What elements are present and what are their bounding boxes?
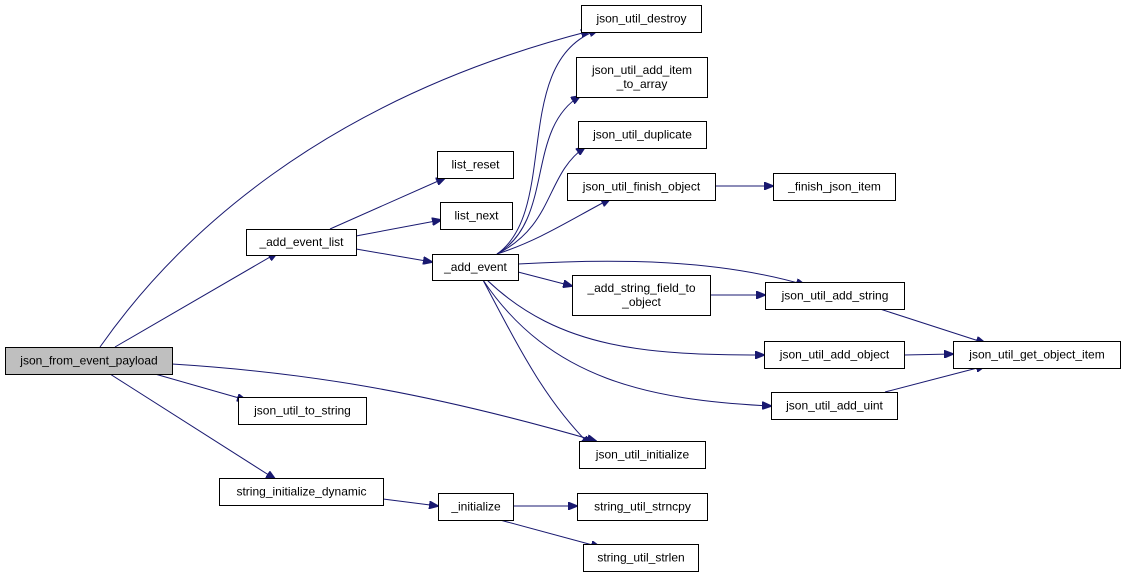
- node-finish-obj[interactable]: json_util_finish_object: [567, 173, 716, 201]
- edge-add_event_list-to-list_reset: [329, 178, 445, 230]
- node-label: json_util_add_item: [591, 63, 692, 77]
- nodes-layer: json_from_event_payload json_util_destroy…: [5, 5, 1121, 572]
- edges-layer: [99, 30, 985, 547]
- node-label: json_util_finish_object: [582, 180, 701, 194]
- node-label: json_util_add_string: [781, 289, 889, 303]
- edge-root-to-add_event_list: [114, 253, 277, 348]
- edge-add_event-to-add_uint: [482, 279, 771, 406]
- node-label: list_next: [454, 209, 499, 223]
- edge-add_event-to-add_object: [486, 279, 764, 355]
- node-box: [765, 282, 905, 310]
- node-add-uint[interactable]: json_util_add_uint: [771, 392, 898, 420]
- node-label: json_util_add_object: [779, 348, 890, 362]
- edge-add_event_list-to-add_event: [355, 248, 432, 262]
- node-get-obj-item[interactable]: json_util_get_object_item: [953, 341, 1121, 369]
- edge-add_event-to-finish_obj: [496, 199, 610, 255]
- node-label: json_util_destroy: [595, 12, 686, 26]
- node-strlen[interactable]: string_util_strlen: [583, 544, 699, 572]
- node--initialize[interactable]: _initialize: [438, 493, 514, 521]
- node-box: [579, 441, 706, 469]
- node-box: [238, 397, 367, 425]
- node-label: _finish_json_item: [787, 180, 881, 194]
- node-box: [437, 151, 514, 179]
- node-add-str-field[interactable]: _add_string_field_to_object: [572, 275, 711, 316]
- node-box: [432, 254, 519, 281]
- node-label: _add_string_field_to: [586, 281, 695, 295]
- node-destroy[interactable]: json_util_destroy: [581, 5, 702, 33]
- node-to-string[interactable]: json_util_to_string: [238, 397, 367, 425]
- node-box: [438, 493, 514, 521]
- node-initialize[interactable]: json_util_initialize: [579, 441, 706, 469]
- node-box: [764, 341, 905, 369]
- edge-add_event-to-duplicate: [496, 147, 585, 255]
- node-box: [577, 493, 708, 521]
- node-label: _add_event: [443, 260, 507, 274]
- edge-root-to-str_init_dyn: [109, 373, 275, 479]
- node-add-event-list[interactable]: _add_event_list: [246, 229, 357, 256]
- edge-root-to-to_string: [154, 373, 246, 400]
- node-label: string_util_strncpy: [594, 500, 691, 514]
- edge-add_event_list-to-list_next: [355, 220, 441, 237]
- node-label: string_util_strlen: [597, 551, 684, 565]
- edge-_initialize-to-strlen: [499, 519, 600, 547]
- node-box: [440, 202, 513, 230]
- node-box: [5, 347, 173, 375]
- node-box: [219, 478, 384, 506]
- node-label: string_initialize_dynamic: [236, 485, 366, 499]
- node-add-item[interactable]: json_util_add_item_to_array: [576, 57, 708, 98]
- edge-add_uint-to-get_obj_item: [884, 366, 985, 393]
- node-box: [572, 275, 711, 316]
- node-label: json_util_initialize: [595, 448, 690, 462]
- node-label: json_from_event_payload: [19, 354, 157, 368]
- edge-add_event-to-add_string: [517, 260, 805, 285]
- node-box: [576, 57, 708, 98]
- node-label: json_util_to_string: [253, 404, 351, 418]
- node-finish-item[interactable]: _finish_json_item: [773, 173, 896, 201]
- edge-add_event-to-destroy: [496, 30, 598, 255]
- node-box: [581, 5, 702, 33]
- node-box: [583, 544, 699, 572]
- node-box: [771, 392, 898, 420]
- node-label: json_util_get_object_item: [968, 348, 1104, 362]
- node-add-string[interactable]: json_util_add_string: [765, 282, 905, 310]
- edge-str_init_dyn-to-_initialize: [382, 498, 438, 506]
- node-list-reset[interactable]: list_reset: [437, 151, 514, 179]
- edge-root-to-destroy: [99, 31, 590, 348]
- node-box: [246, 229, 357, 256]
- node-root[interactable]: json_from_event_payload: [5, 347, 173, 375]
- node-label: _object: [621, 295, 661, 309]
- node-label: json_util_duplicate: [592, 128, 692, 142]
- edge-add_event-to-add_item: [496, 96, 580, 255]
- node-box: [567, 173, 716, 201]
- edge-add_string-to-get_obj_item: [879, 308, 985, 343]
- node-str-init-dyn[interactable]: string_initialize_dynamic: [219, 478, 384, 506]
- edge-add_event-to-add_str_field: [517, 271, 572, 286]
- node-label: json_util_add_uint: [785, 399, 883, 413]
- node-strncpy[interactable]: string_util_strncpy: [577, 493, 708, 521]
- node-box: [953, 341, 1121, 369]
- node-label: _to_array: [616, 77, 668, 91]
- node-add-object[interactable]: json_util_add_object: [764, 341, 905, 369]
- node-label: _add_event_list: [258, 235, 344, 249]
- edge-root-to-initialize: [171, 363, 596, 441]
- node-label: _initialize: [450, 500, 501, 514]
- edge-add_object-to-get_obj_item: [903, 354, 953, 355]
- node-box: [578, 121, 707, 149]
- node-list-next[interactable]: list_next: [440, 202, 513, 230]
- node-box: [773, 173, 896, 201]
- edge-add_event-to-initialize: [482, 279, 590, 445]
- node-add-event[interactable]: _add_event: [432, 254, 519, 281]
- node-duplicate[interactable]: json_util_duplicate: [578, 121, 707, 149]
- node-label: list_reset: [451, 158, 500, 172]
